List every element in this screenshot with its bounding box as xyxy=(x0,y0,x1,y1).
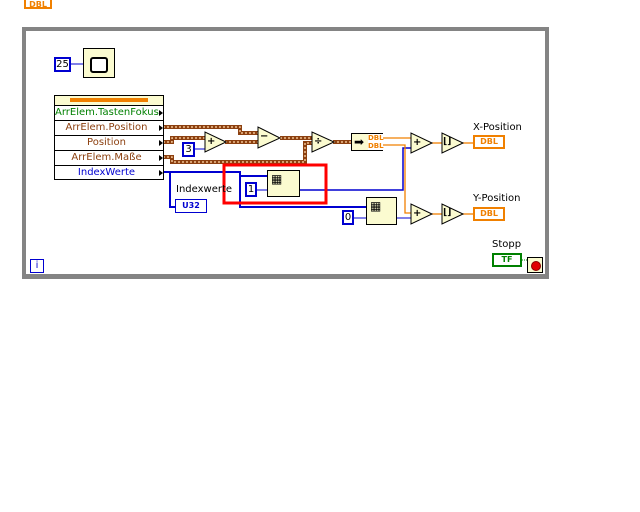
unbundle-converter[interactable]: ➡ DBL DBL xyxy=(351,133,384,151)
stopp-button-terminal[interactable]: TF xyxy=(492,253,522,267)
indexwerte-label: Indexwerte xyxy=(176,184,233,195)
array-grid-icon: ▦ xyxy=(370,199,382,213)
bundle-row-arrelem-position[interactable]: ArrElem.Position xyxy=(55,120,164,135)
highlight-box xyxy=(222,163,328,205)
bundle-row-arrelem-masse[interactable]: ArrElem.Maße xyxy=(55,150,164,165)
sub-label: − xyxy=(260,131,269,142)
iteration-terminal: i xyxy=(30,259,44,273)
bundle-row-indexwerte[interactable]: IndexWerte xyxy=(55,165,164,180)
y-position-label: Y-Position xyxy=(473,193,521,204)
constant-1[interactable]: 1 xyxy=(245,182,257,197)
bundle-row-position[interactable]: Position xyxy=(55,135,164,150)
bundle-row-tastenfokus[interactable]: ArrElem.TastenFokus xyxy=(55,105,164,120)
array-grid-icon: ▦ xyxy=(271,172,283,186)
x-position-label: X-Position xyxy=(473,122,522,133)
x-position-indicator[interactable]: DBL xyxy=(473,135,505,149)
stopp-label: Stopp xyxy=(492,239,522,250)
wait-ms-constant[interactable]: 25 xyxy=(54,57,71,72)
arrow-icon: ➡ xyxy=(354,135,365,149)
add-y-label: + xyxy=(413,208,422,219)
dbl-out-1: DBL xyxy=(368,134,384,142)
y-position-indicator[interactable]: DBL xyxy=(473,207,505,221)
add-label: + xyxy=(207,136,216,147)
add-x-label: + xyxy=(413,137,422,148)
dbl-out-2: DBL xyxy=(368,142,384,150)
indexwerte-indicator[interactable]: U32 xyxy=(175,199,207,213)
round-y-label: ⌊⌋ xyxy=(443,208,452,218)
while-loop xyxy=(22,27,549,279)
wait-timer-icon[interactable] xyxy=(83,48,115,78)
round-x-label: ⌊⌋ xyxy=(443,137,452,147)
unbundle-by-name[interactable]: ArrElem.TastenFokus ArrElem.Position Pos… xyxy=(54,95,164,180)
dbl-indicator-top[interactable]: DBL xyxy=(24,0,52,9)
index-array-2[interactable]: ▦ xyxy=(366,197,397,225)
div-label: ÷ xyxy=(314,136,323,147)
loop-condition-stop-icon[interactable] xyxy=(527,257,543,273)
index-array-1[interactable]: ▦ xyxy=(267,170,300,197)
constant-0[interactable]: 0 xyxy=(342,210,354,225)
constant-3[interactable]: 3 xyxy=(182,142,195,157)
